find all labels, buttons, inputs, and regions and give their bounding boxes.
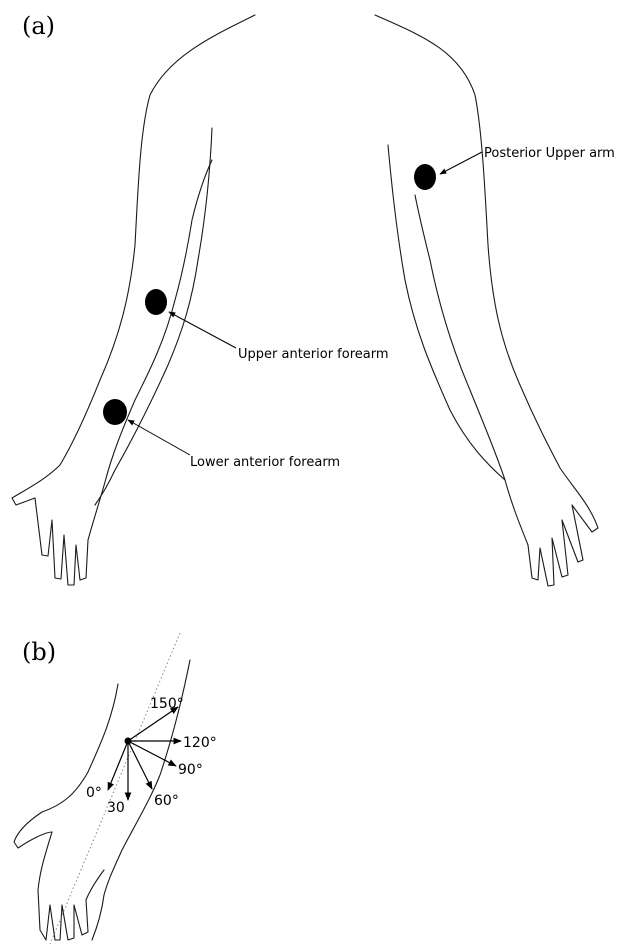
left-inner-arm-outline <box>95 128 212 505</box>
site-label: Upper anterior forearm <box>238 347 389 362</box>
angle-label-120: 120° <box>183 735 217 751</box>
forearm-upper-edge <box>14 684 118 848</box>
vector-60 <box>128 741 152 789</box>
sensor-site-lower-anterior-forearm: Lower anterior forearm <box>103 399 340 470</box>
sensor-site-upper-anterior-forearm: Upper anterior forearm <box>145 289 389 362</box>
vector-150 <box>128 707 178 741</box>
vector-0 <box>108 741 128 790</box>
angle-label-150: 150° <box>150 696 184 712</box>
panel-b-label: (b) <box>22 638 56 666</box>
leader-arrow <box>440 152 482 174</box>
right-inner-arm-outline <box>388 145 505 480</box>
panel-a-label: (a) <box>22 12 55 40</box>
angle-label-60: 60° <box>154 793 179 809</box>
right-shoulder-outline <box>375 15 598 586</box>
hand-outline <box>38 832 104 940</box>
leader-arrow <box>169 312 236 348</box>
site-label: Lower anterior forearm <box>190 455 340 470</box>
forearm-axis-dotted <box>50 633 180 944</box>
angle-vectors <box>108 707 181 800</box>
body-outline <box>12 15 598 586</box>
angle-labels: 150° 120° 90° 60° 30 0° <box>86 696 217 816</box>
angle-label-90: 90° <box>178 762 203 778</box>
angle-label-0: 0° <box>86 785 102 801</box>
sensor-site-posterior-upper-arm: Posterior Upper arm <box>414 146 615 190</box>
angle-label-30: 30 <box>107 800 125 816</box>
left-shoulder-outline <box>12 15 255 585</box>
forearm-outline-b <box>14 633 190 944</box>
sensor-dot <box>103 399 127 425</box>
sensor-dot <box>145 289 167 315</box>
site-label: Posterior Upper arm <box>484 146 615 161</box>
sensor-dot <box>414 164 436 190</box>
leader-arrow <box>128 420 190 455</box>
vector-90 <box>128 741 176 766</box>
